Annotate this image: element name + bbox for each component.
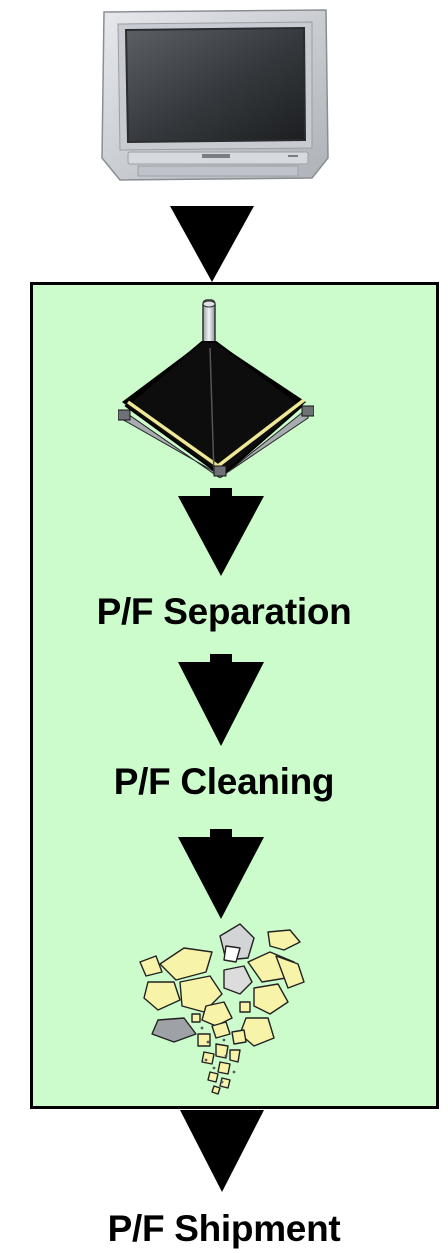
glass-cullet-icon	[139, 923, 305, 1095]
television-icon	[101, 9, 329, 181]
step-label-shipment: P/F Shipment	[107, 1208, 341, 1249]
crt-funnel-icon	[118, 299, 314, 478]
down-arrow-icon	[170, 206, 254, 282]
down-arrow-icon	[178, 654, 264, 746]
step-label-cleaning: P/F Cleaning	[113, 761, 335, 802]
down-arrow-icon	[178, 488, 264, 576]
down-arrow-icon	[178, 829, 264, 919]
down-arrow-icon	[180, 1110, 264, 1192]
step-label-separation: P/F Separation	[96, 591, 352, 632]
